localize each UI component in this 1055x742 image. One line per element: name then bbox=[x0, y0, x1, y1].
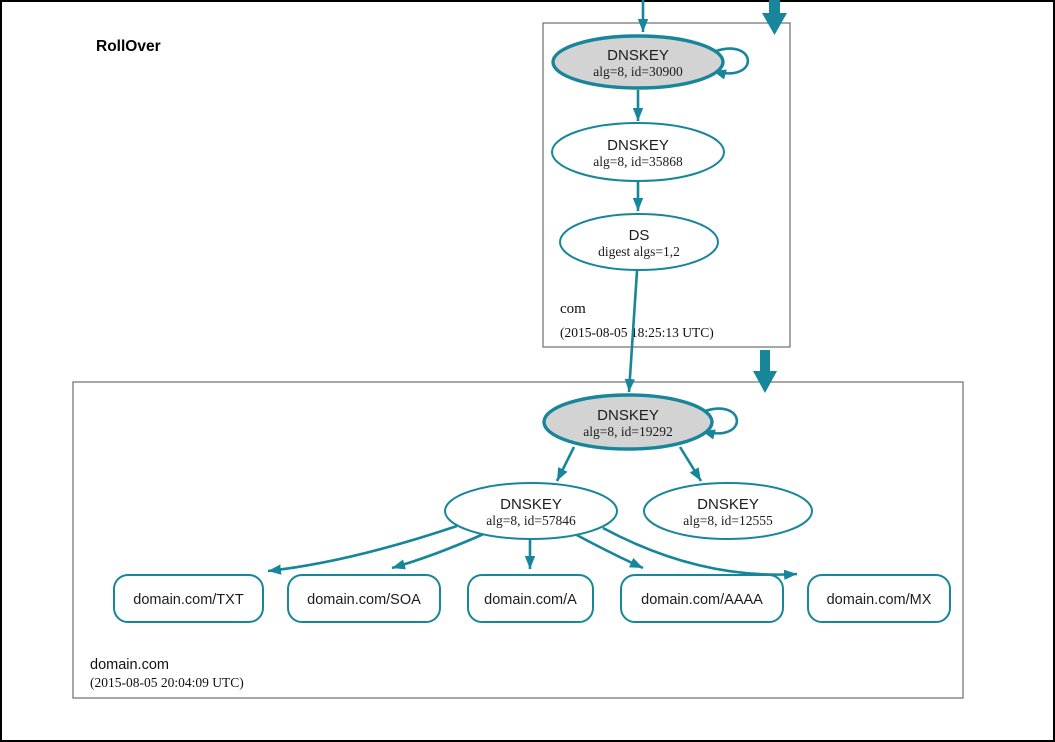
rrset-label: domain.com/AAAA bbox=[641, 592, 763, 608]
rrset-label: domain.com/SOA bbox=[307, 592, 421, 608]
dnskey-ellipse[interactable] bbox=[444, 482, 618, 540]
node-detail: alg=8, id=12555 bbox=[683, 513, 773, 528]
node-rrset-aaaa[interactable]: domain.com/AAAA bbox=[620, 574, 784, 623]
node-detail: alg=8, id=19292 bbox=[583, 424, 672, 439]
node-detail: digest algs=1,2 bbox=[598, 244, 680, 259]
node-ds-com[interactable]: DS digest algs=1,2 bbox=[559, 213, 719, 271]
edge-19292-to-57846-icon bbox=[555, 446, 576, 482]
node-label: DS bbox=[629, 227, 650, 244]
edge-57846-to-txt-icon bbox=[267, 524, 458, 575]
rrset-label: domain.com/TXT bbox=[133, 592, 244, 608]
node-dnskey-19292[interactable]: DNSKEY alg=8, id=19292 bbox=[542, 393, 714, 451]
rrset-box[interactable] bbox=[287, 574, 441, 623]
rrset-box[interactable] bbox=[807, 574, 951, 623]
dnskey-sep-ellipse[interactable] bbox=[542, 393, 714, 451]
zone-domain-com-timestamp: (2015-08-05 20:04:09 UTC) bbox=[90, 675, 244, 690]
edge-19292-to-12555-icon bbox=[678, 446, 703, 482]
node-rrset-txt[interactable]: domain.com/TXT bbox=[113, 574, 264, 623]
edge-57846-to-mx-icon bbox=[602, 526, 798, 580]
edge-57846-to-aaaa-icon bbox=[572, 531, 644, 570]
node-label: DNSKEY bbox=[607, 137, 669, 154]
node-detail: alg=8, id=57846 bbox=[486, 513, 576, 528]
node-dnskey-12555[interactable]: DNSKEY alg=8, id=12555 bbox=[643, 482, 813, 540]
rrset-box[interactable] bbox=[620, 574, 784, 623]
edge-ds-to-dnskey-19292-icon bbox=[624, 270, 639, 393]
node-rrset-soa[interactable]: domain.com/SOA bbox=[287, 574, 441, 623]
rrset-label: domain.com/MX bbox=[827, 592, 932, 608]
node-rrset-a[interactable]: domain.com/A bbox=[467, 574, 594, 623]
dnskey-sep-ellipse[interactable] bbox=[551, 34, 725, 90]
node-label: DNSKEY bbox=[597, 407, 659, 424]
zone-com-name: com bbox=[560, 301, 586, 317]
zone-com-timestamp: (2015-08-05 18:25:13 UTC) bbox=[560, 325, 714, 340]
node-detail: alg=8, id=35868 bbox=[593, 154, 683, 169]
rrset-box[interactable] bbox=[113, 574, 264, 623]
page-title: RollOver bbox=[96, 38, 161, 55]
dnskey-ellipse[interactable] bbox=[643, 482, 813, 540]
node-detail: alg=8, id=30900 bbox=[593, 64, 683, 79]
thick-delegation-arrow-top-icon bbox=[762, 0, 787, 35]
rrset-box[interactable] bbox=[467, 574, 594, 623]
node-dnskey-30900[interactable]: DNSKEY alg=8, id=30900 bbox=[551, 34, 725, 90]
node-dnskey-35868[interactable]: DNSKEY alg=8, id=35868 bbox=[551, 122, 725, 182]
zone-domain-com-boundary bbox=[72, 381, 964, 699]
node-dnskey-57846[interactable]: DNSKEY alg=8, id=57846 bbox=[444, 482, 618, 540]
dnskey-ellipse[interactable] bbox=[551, 122, 725, 182]
zone-domain-com-name: domain.com bbox=[90, 657, 169, 673]
edge-57846-to-soa-icon bbox=[391, 531, 487, 570]
node-label: DNSKEY bbox=[607, 47, 669, 64]
node-label: DNSKEY bbox=[697, 496, 759, 513]
rrset-label: domain.com/A bbox=[484, 592, 577, 608]
node-rrset-mx[interactable]: domain.com/MX bbox=[807, 574, 951, 623]
zone-domain-com: domain.com (2015-08-05 20:04:09 UTC) bbox=[72, 381, 964, 699]
thick-delegation-arrow-mid-icon bbox=[753, 350, 777, 393]
ds-ellipse[interactable] bbox=[559, 213, 719, 271]
node-label: DNSKEY bbox=[500, 496, 562, 513]
self-sign-loop-19292-icon bbox=[701, 407, 739, 440]
self-sign-loop-30900-icon bbox=[712, 47, 750, 80]
